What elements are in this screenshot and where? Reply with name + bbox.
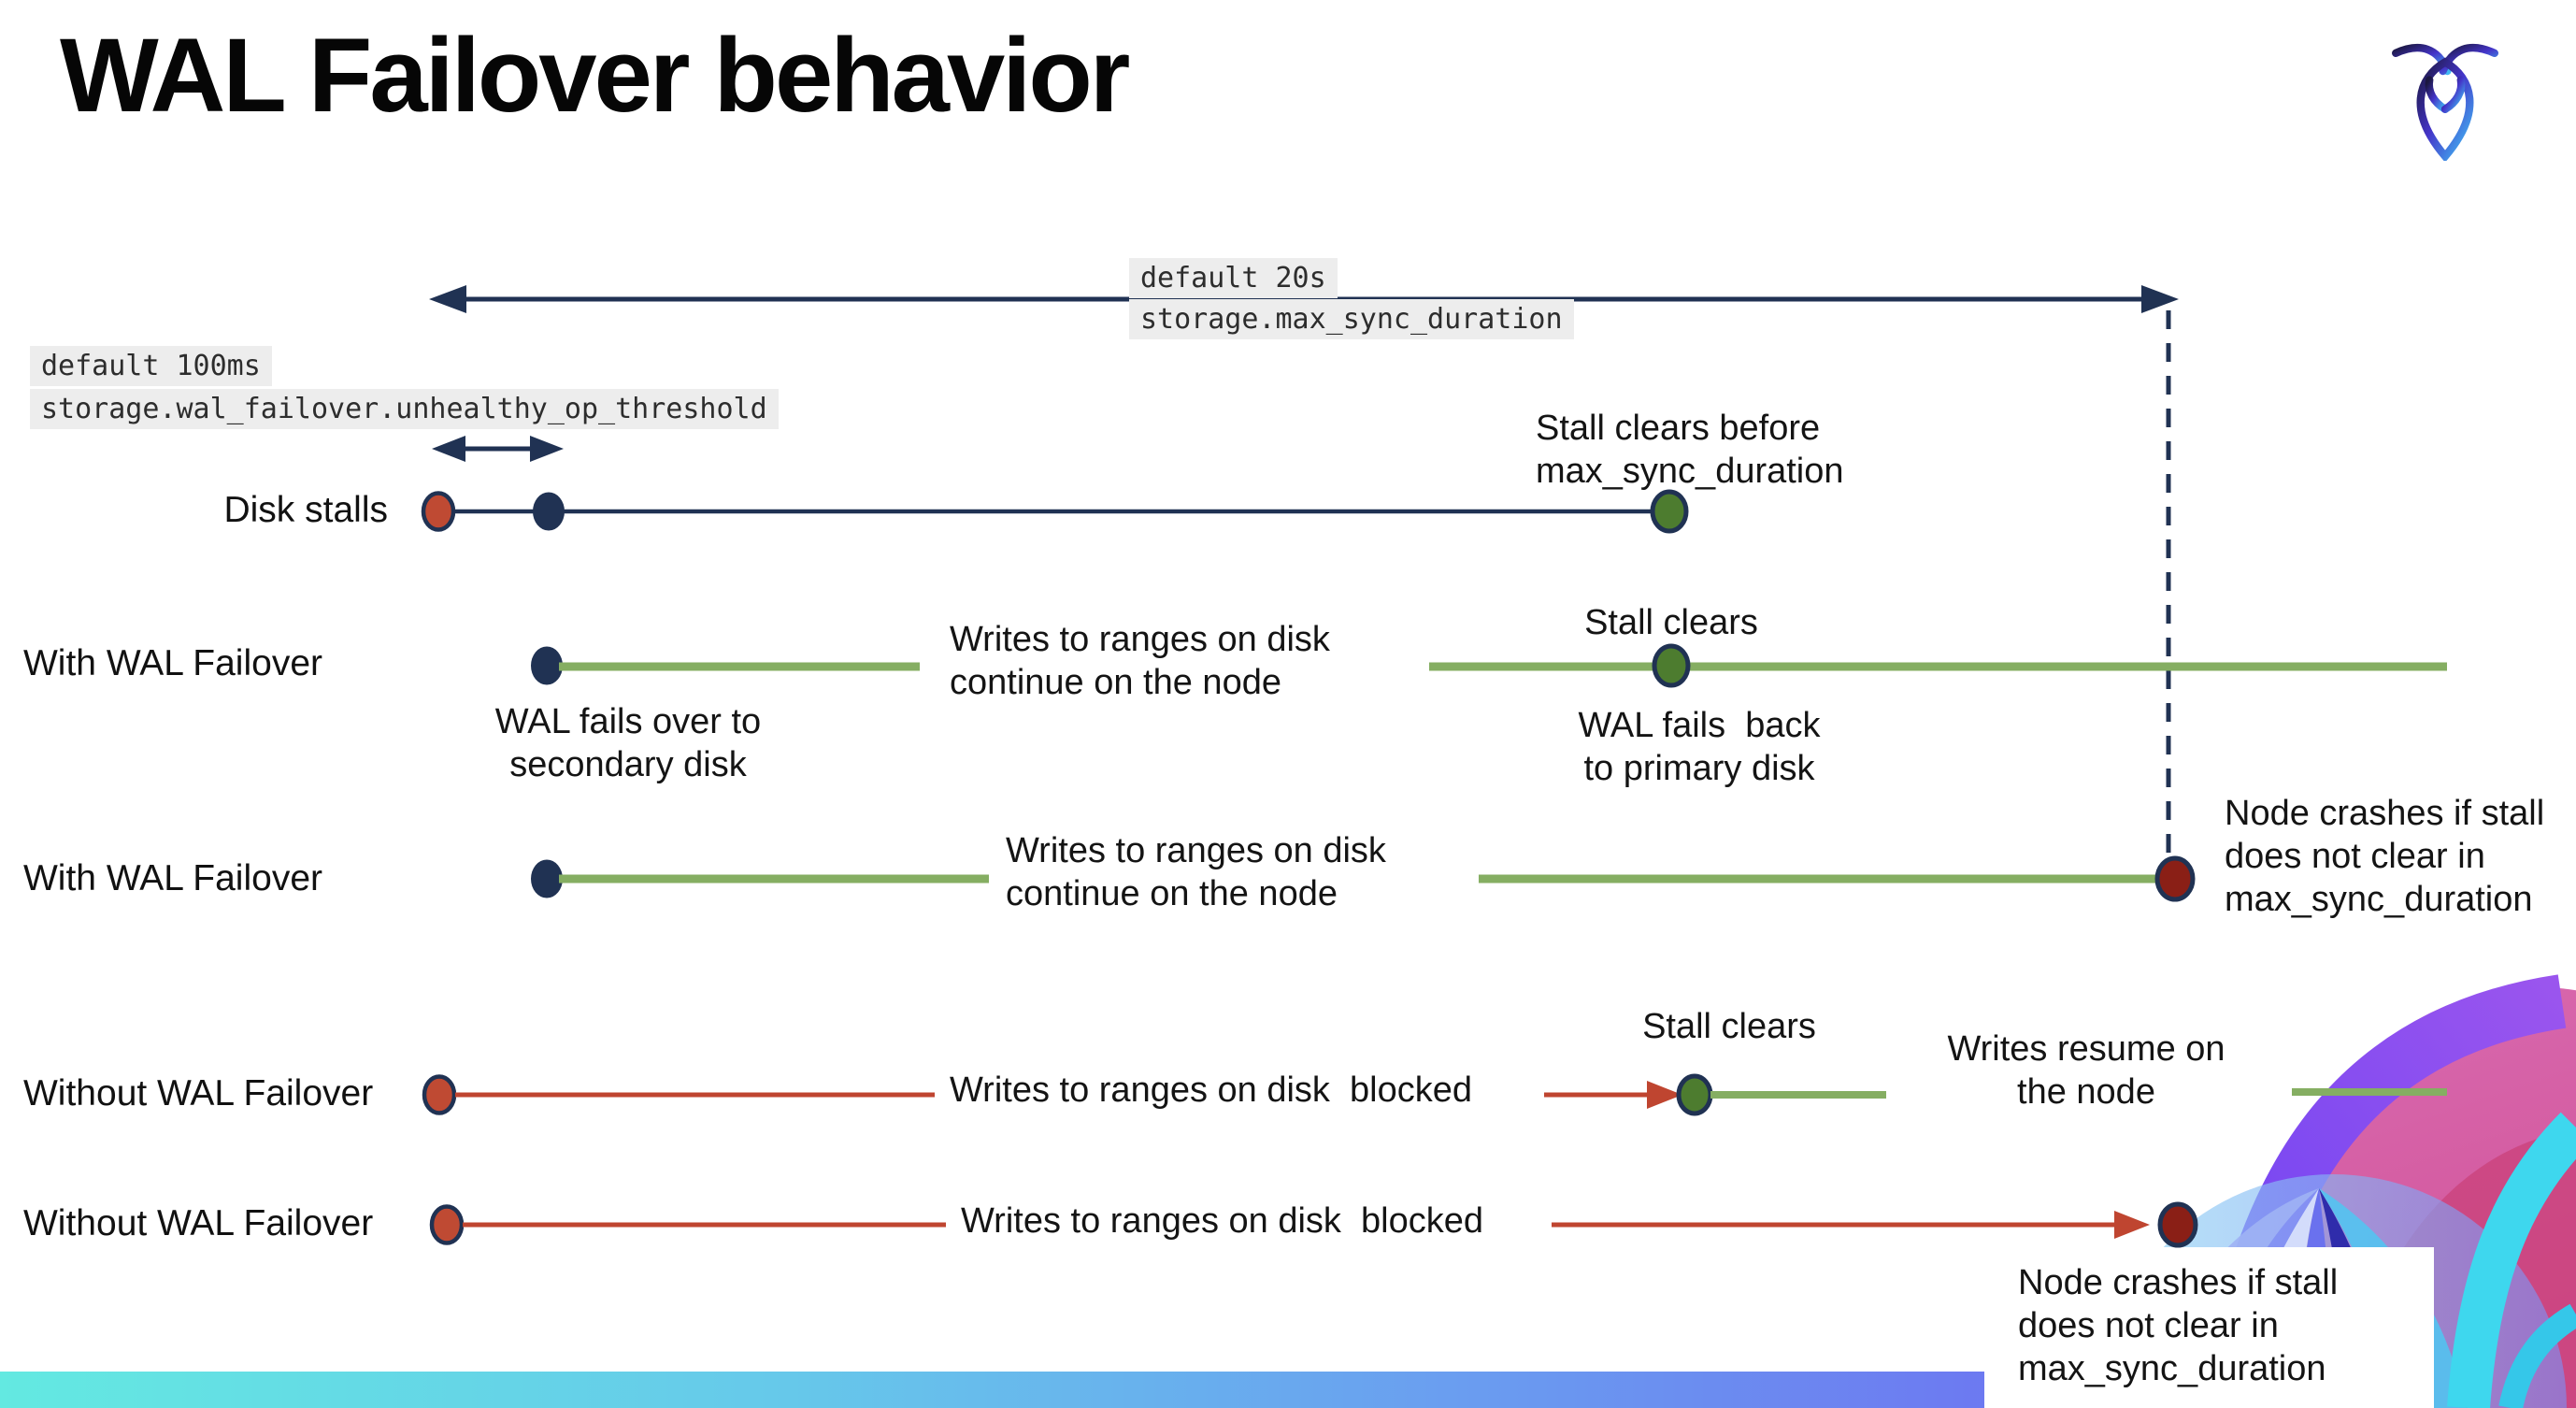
art-cyan-arc: [2447, 1112, 2576, 1408]
threshold-setting-label: storage.wal_failover.unhealthy_op_thresh…: [30, 389, 779, 429]
stall-clears-before-note: Stall clears before max_sync_duration: [1536, 409, 1844, 491]
writes-resume-note: Writes resume on the node: [1947, 1029, 2225, 1112]
page-title: WAL Failover behavior: [60, 17, 1130, 134]
row-label-disk-stalls: Disk stalls: [223, 490, 388, 530]
writes-blocked-note-2: Writes to ranges on disk blocked: [961, 1201, 1484, 1241]
stall-clears-note-1: Stall clears: [1584, 603, 1758, 642]
max-sync-default-label: default 20s: [1129, 258, 1338, 298]
threshold-default-label: default 100ms: [30, 346, 272, 386]
crash-note-with-failover: Node crashes if stall does not clear in …: [2225, 794, 2545, 919]
writes-continue-note-2: Writes to ranges on disk continue on the…: [1006, 831, 1386, 913]
writes-continue-note-1: Writes to ranges on disk continue on the…: [950, 620, 1330, 702]
wal-failback-note: WAL fails back to primary disk: [1578, 706, 1821, 788]
crash-note-without-failover: Node crashes if stall does not clear in …: [2018, 1263, 2339, 1388]
writes-blocked-note-1: Writes to ranges on disk blocked: [950, 1070, 1473, 1110]
cockroachdb-roach-icon: [2392, 43, 2498, 161]
row-label-without-wal-failover-2: Without WAL Failover: [23, 1203, 374, 1243]
row-label-with-wal-failover-2: With WAL Failover: [23, 858, 322, 898]
art-cyan-arc-small: [2498, 1303, 2576, 1408]
row-label-with-wal-failover-1: With WAL Failover: [23, 643, 322, 683]
crash-callout-box: Node crashes if stall does not clear in …: [1984, 1247, 2434, 1408]
stall-clears-note-2: Stall clears: [1642, 1007, 1816, 1046]
max-sync-setting-label: storage.max_sync_duration: [1129, 299, 1574, 339]
row-label-without-wal-failover-1: Without WAL Failover: [23, 1073, 374, 1113]
wal-failover-note: WAL fails over to secondary disk: [494, 702, 762, 784]
